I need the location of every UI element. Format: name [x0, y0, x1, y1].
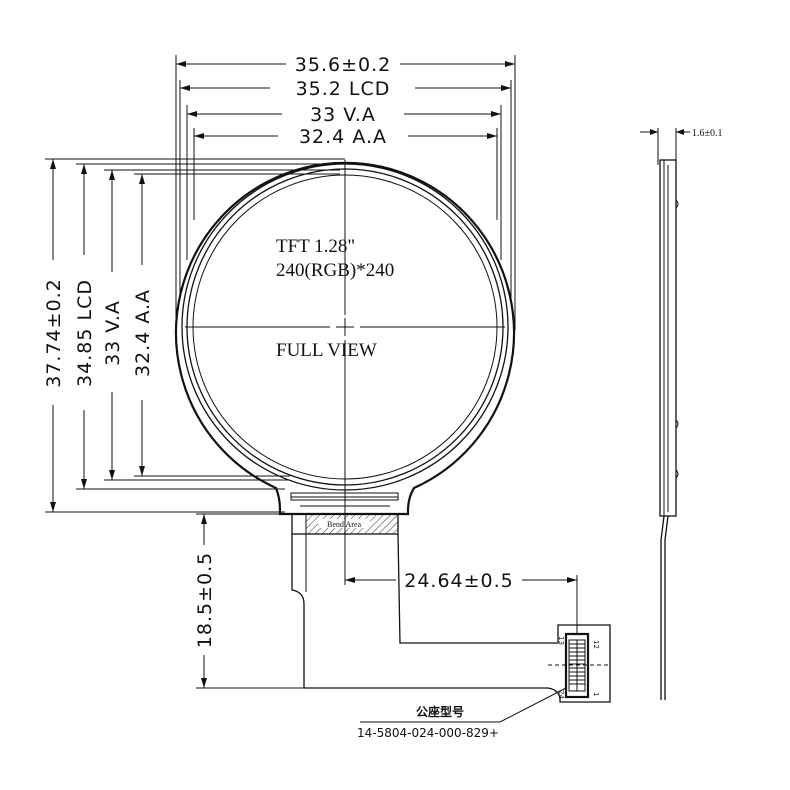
left-dimensions: 37.74±0.2 34.85 LCD 33 V.A 32.4 A.A	[43, 158, 345, 513]
dim-top-va: 33 V.A	[310, 104, 376, 126]
pin-12-label: 12	[592, 640, 600, 649]
pin-13-label: 13	[557, 636, 565, 645]
flex-cable-outline	[291, 533, 611, 703]
dim-top-overall: 35.6±0.2	[295, 54, 391, 76]
pin-24-label: 24	[557, 690, 565, 699]
resolution-label: 240(RGB)*240	[276, 260, 394, 281]
full-view-label: FULL VIEW	[276, 340, 377, 361]
dim-left-va: 33 V.A	[102, 300, 124, 366]
dim-tail-height: 18.5±0.5	[194, 552, 216, 648]
dim-top-lcd: 35.2 LCD	[296, 78, 391, 100]
dim-left-lcd: 34.85 LCD	[74, 279, 96, 387]
pin-1-label: 1	[592, 692, 600, 696]
dim-left-overall: 37.74±0.2	[43, 278, 65, 388]
lcd-outline	[174, 161, 516, 516]
bend-area-label: Bend Area	[327, 520, 361, 529]
dim-left-aa: 32.4 A.A	[132, 289, 154, 377]
tail-dimensions: 18.5±0.5 24.64±0.5 公座型号 14-5804-024-000-…	[194, 480, 578, 740]
top-dimensions: 35.6±0.2 35.2 LCD 33 V.A 32.4 A.A	[175, 54, 516, 330]
side-view-flex	[660, 515, 665, 700]
dim-tail-width: 24.64±0.5	[404, 570, 514, 592]
dim-top-aa: 32.4 A.A	[299, 126, 387, 148]
lcd-side-view: 1.6±0.1	[640, 128, 723, 700]
fpc-tail: Bend Area 12 13 24 1	[291, 513, 611, 703]
connector-part-number: 14-5804-024-000-829+	[357, 726, 499, 740]
connector-title: 公座型号	[416, 704, 464, 719]
lcd-front-view: TFT 1.28" 240(RGB)*240 FULL VIEW	[174, 160, 516, 516]
model-label: TFT 1.28"	[276, 236, 355, 257]
dim-thickness: 1.6±0.1	[692, 128, 723, 139]
